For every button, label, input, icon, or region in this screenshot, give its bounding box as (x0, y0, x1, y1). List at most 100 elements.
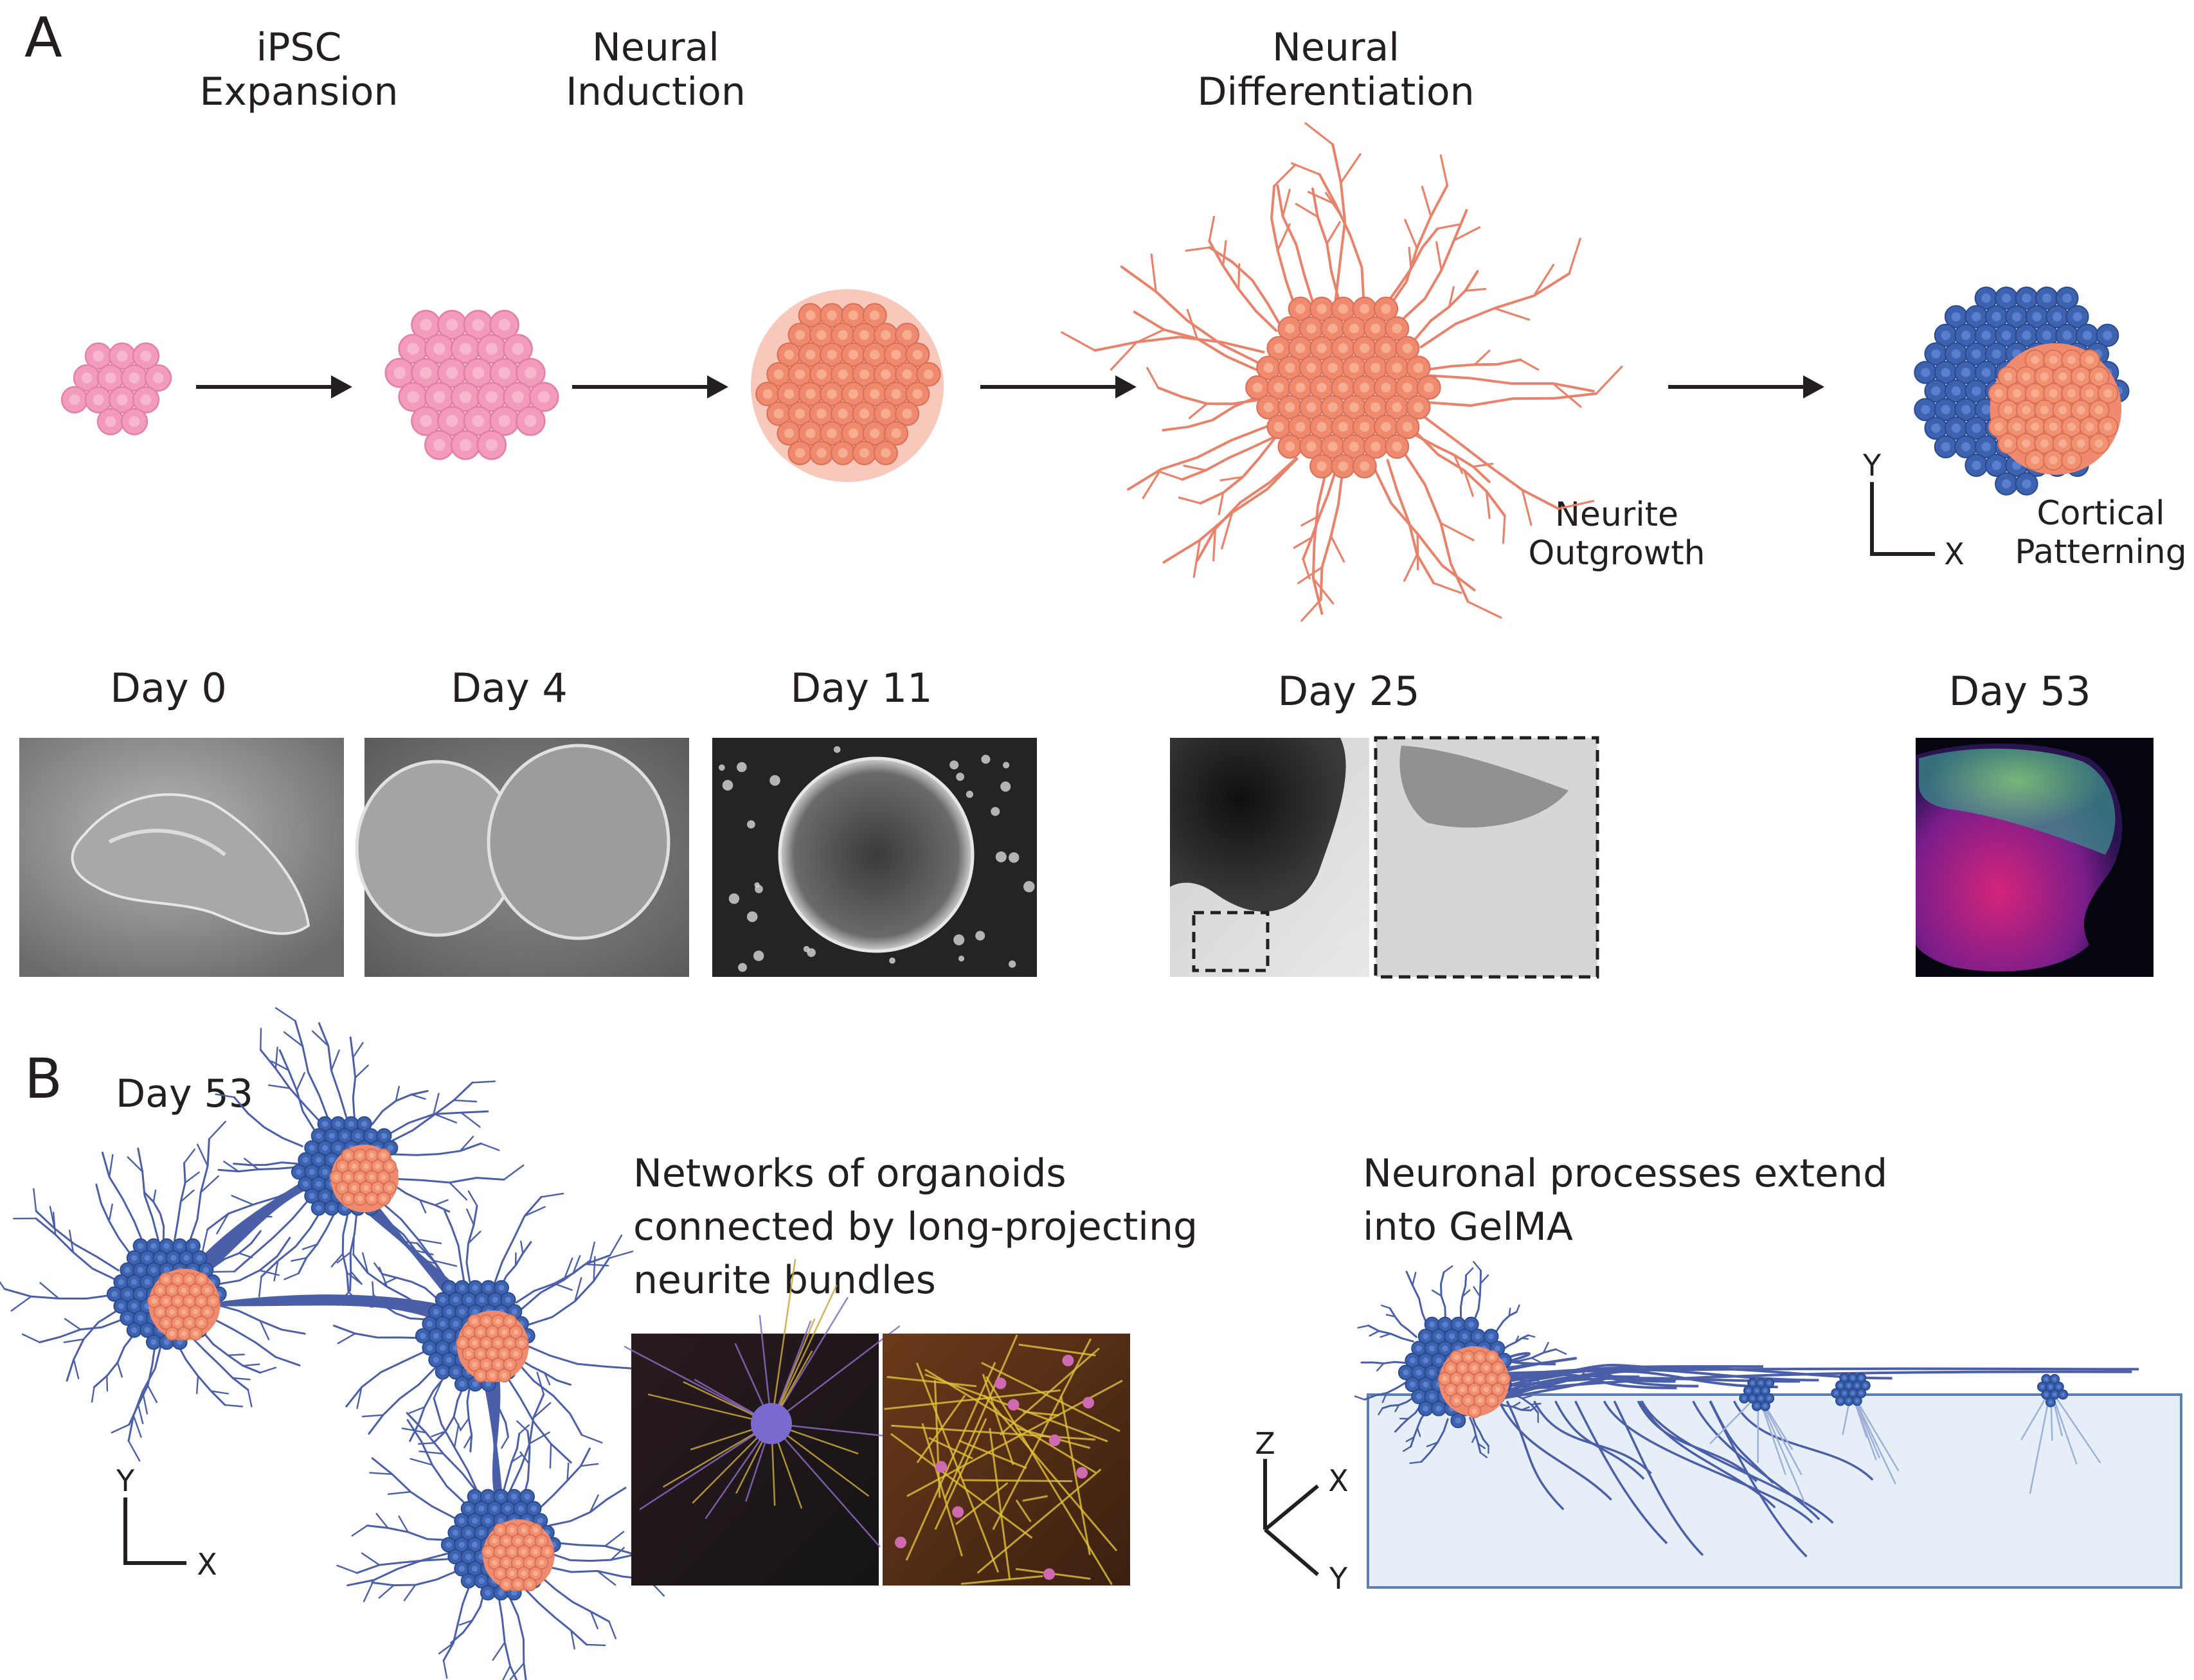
cell-nucleus (870, 428, 880, 438)
cell-nucleus (1360, 343, 1370, 353)
cell-nucleus (2082, 330, 2092, 340)
neurite (523, 1587, 588, 1646)
neurite-branch (372, 1281, 374, 1296)
cell-nucleus (492, 1560, 498, 1566)
cell-nucleus (407, 343, 419, 355)
neurite-branch (1404, 219, 1418, 249)
cell-nucleus (1349, 362, 1360, 373)
neurite-branch (387, 1491, 411, 1495)
neurite-branch (1530, 1404, 1538, 1411)
cell-nucleus (345, 1152, 351, 1158)
neurite (507, 1593, 527, 1680)
neurite-branch (259, 1319, 270, 1341)
cell-nucleus (2048, 1400, 2053, 1404)
cell-nucleus (453, 1321, 459, 1327)
cell-nucleus (1846, 1383, 1851, 1388)
neurite-branch (378, 1584, 395, 1599)
cell-nucleus (2048, 1384, 2053, 1389)
neurite (35, 1217, 116, 1281)
day-label-25: Day 25 (1277, 668, 1420, 715)
cell-nucleus (1428, 1345, 1435, 1352)
neurite-branch (528, 1431, 550, 1445)
descending-process (1709, 1400, 1774, 1484)
neurite-branch (1463, 469, 1474, 497)
cell-nucleus (1381, 382, 1391, 393)
neurite-branch (1568, 237, 1581, 275)
cell-nucleus (1475, 1333, 1481, 1340)
caption-line: Neuronal processes extend (1363, 1151, 1888, 1196)
cell-nucleus (137, 1291, 144, 1298)
neurite (1428, 374, 1595, 393)
neurite-branch (362, 1252, 369, 1274)
neurite-branch (10, 1296, 32, 1312)
neurite (1414, 270, 1479, 339)
cell-nucleus (483, 1340, 489, 1346)
neurite (388, 1082, 474, 1143)
neurite-branch (73, 1358, 80, 1379)
cell-nucleus (2042, 330, 2052, 340)
micrograph-network-left-fibers (624, 1258, 914, 1548)
cell-nucleus (2044, 1377, 2049, 1381)
fiber (639, 1422, 772, 1510)
neurite (499, 1241, 532, 1289)
neurite-branch (1369, 1330, 1380, 1337)
cell-nucleus (859, 369, 870, 379)
cell-nucleus (93, 394, 104, 406)
cell-nucleus (1371, 442, 1381, 452)
neurite-branch (401, 1427, 427, 1434)
cell-nucleus (407, 391, 419, 403)
cell-nucleus (386, 1163, 393, 1169)
neurite-branch (1485, 490, 1491, 519)
cell-nucleus (163, 1319, 169, 1326)
neurite-branch (361, 1552, 381, 1566)
neurite (516, 1361, 583, 1436)
neurite-branch (1516, 1304, 1520, 1313)
cell-nucleus (891, 389, 901, 399)
neurite-branch (337, 1332, 356, 1345)
neurite (1311, 187, 1340, 301)
cell-nucleus (773, 369, 784, 379)
stage-label-neural-differentiation: Neural Differentiation (1197, 26, 1474, 114)
note-line: Cortical (2037, 494, 2165, 533)
micrograph-day-4 (355, 738, 689, 977)
neurite-branch (273, 1260, 279, 1282)
neurite-branch (223, 1161, 240, 1172)
cell-nucleus (355, 1132, 361, 1139)
cell-nucleus (204, 1309, 210, 1315)
neurite-branch (39, 1282, 60, 1300)
neurite (1093, 335, 1265, 353)
neurite-branch (1208, 215, 1216, 242)
fiber (624, 1345, 772, 1425)
neurite-branch (467, 1230, 481, 1244)
cell-nucleus (478, 1351, 483, 1357)
cell-nucleus (144, 1255, 150, 1262)
neurite-branch (1307, 191, 1337, 206)
cell-nucleus (498, 319, 510, 331)
neurite-branch (370, 1304, 384, 1308)
cell-nucleus (795, 409, 805, 419)
neurite (1415, 431, 1506, 517)
fiber (981, 1361, 1120, 1433)
neurite-branch (1443, 1265, 1453, 1273)
neurite-branch (201, 1228, 208, 1253)
gelma-slab (1367, 1393, 2182, 1589)
cell-nucleus (1972, 460, 1981, 470)
scattered-cell (1009, 852, 1020, 863)
cell-nucleus (381, 1174, 386, 1180)
cell-nucleus (1442, 1376, 1448, 1382)
cell-nucleus (452, 1530, 458, 1536)
neurite-bundle-fiber (224, 1302, 451, 1326)
xyz-axis-icon: Z X Y (1255, 1426, 1349, 1596)
cell-nucleus (1360, 422, 1370, 432)
cell-nucleus (131, 1303, 138, 1309)
cell-nucleus (351, 1163, 357, 1169)
cell-nucleus (2022, 372, 2031, 381)
cell-nucleus (795, 369, 805, 379)
cell-nucleus (1263, 362, 1273, 373)
neurite (483, 1383, 509, 1438)
cell-nucleus (1465, 1376, 1471, 1382)
cell-nucleus (348, 1121, 354, 1127)
cell-nucleus (503, 1560, 509, 1566)
stage-label-line: Neural (592, 25, 719, 70)
neurite (216, 1237, 291, 1285)
